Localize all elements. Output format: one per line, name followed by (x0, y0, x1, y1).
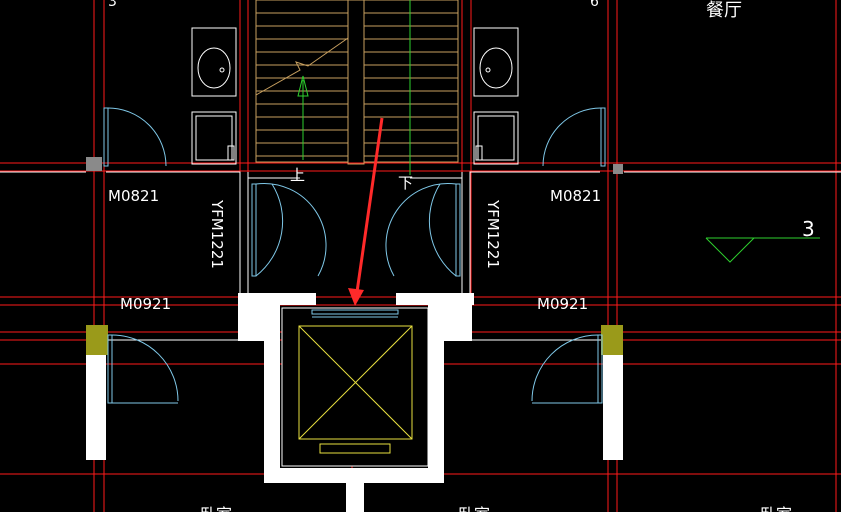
fire-door-label-right: YFM1221 (484, 199, 502, 269)
stair-down-label: 下 (398, 174, 413, 192)
fire-door-label-left: YFM1221 (208, 199, 226, 269)
doors (103, 107, 606, 404)
fixture-left (191, 27, 237, 165)
elevator-counterweight (319, 443, 391, 454)
room-label-bottom-left: 卧室 (200, 505, 232, 512)
room-label-bottom-mid: 卧室 (458, 505, 490, 512)
room-label-bottom-right: 卧室 (760, 505, 792, 512)
elevator-shaft (281, 307, 429, 467)
room-label-dining: 餐厅 (706, 0, 742, 21)
fixture-right (473, 27, 519, 165)
door-label-left-upper: M0821 (108, 187, 159, 205)
walls (86, 293, 623, 512)
wall-outlines (0, 171, 841, 341)
door-label-left-lower: M0921 (120, 295, 171, 313)
stair-up-label: 上 (290, 166, 305, 184)
elevator-door (311, 309, 399, 315)
door-label-right-lower: M0921 (537, 295, 588, 313)
stair (255, 0, 459, 175)
stair-up-arrow-icon (297, 75, 309, 97)
corner-label-top-left: 3 (108, 0, 117, 10)
labels: M0821 M0821 M0921 M0921 YFM1221 YFM1221 … (108, 0, 815, 512)
level-mark (705, 237, 820, 263)
level-mark-number: 3 (802, 217, 815, 241)
annotation-arrow (348, 117, 384, 306)
door-label-right-upper: M0821 (550, 187, 601, 205)
corner-label-top-mid: 6 (590, 0, 599, 10)
columns (86, 157, 623, 355)
